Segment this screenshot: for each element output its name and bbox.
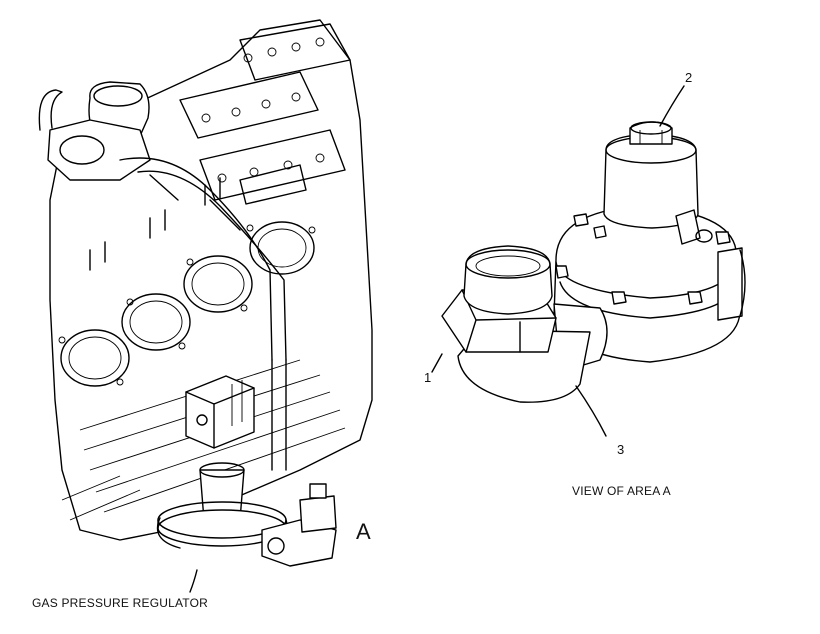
regulator-flange-bolts: [555, 213, 731, 305]
turbo-housing: [38, 81, 151, 181]
regulator-leader-line: [189, 569, 198, 593]
gas-supply-pipe: [119, 157, 287, 471]
bolt-row: [201, 37, 325, 183]
callout-3-label: 3: [617, 442, 625, 457]
area-a-marker: A: [356, 519, 371, 544]
view-caption: VIEW OF AREA A: [572, 484, 671, 498]
callout-3-leader: [575, 385, 607, 437]
callout-2-label: 2: [685, 70, 693, 85]
detail-view-area-a: [441, 121, 746, 403]
callout-2-leader: [659, 85, 685, 127]
regulator-caption: GAS PRESSURE REGULATOR: [32, 596, 208, 610]
gas-pressure-regulator: [156, 462, 337, 567]
flange-bolts: [58, 224, 316, 386]
callout-1-leader: [431, 353, 443, 373]
callout-1-label: 1: [424, 370, 432, 385]
control-module: [185, 375, 255, 449]
